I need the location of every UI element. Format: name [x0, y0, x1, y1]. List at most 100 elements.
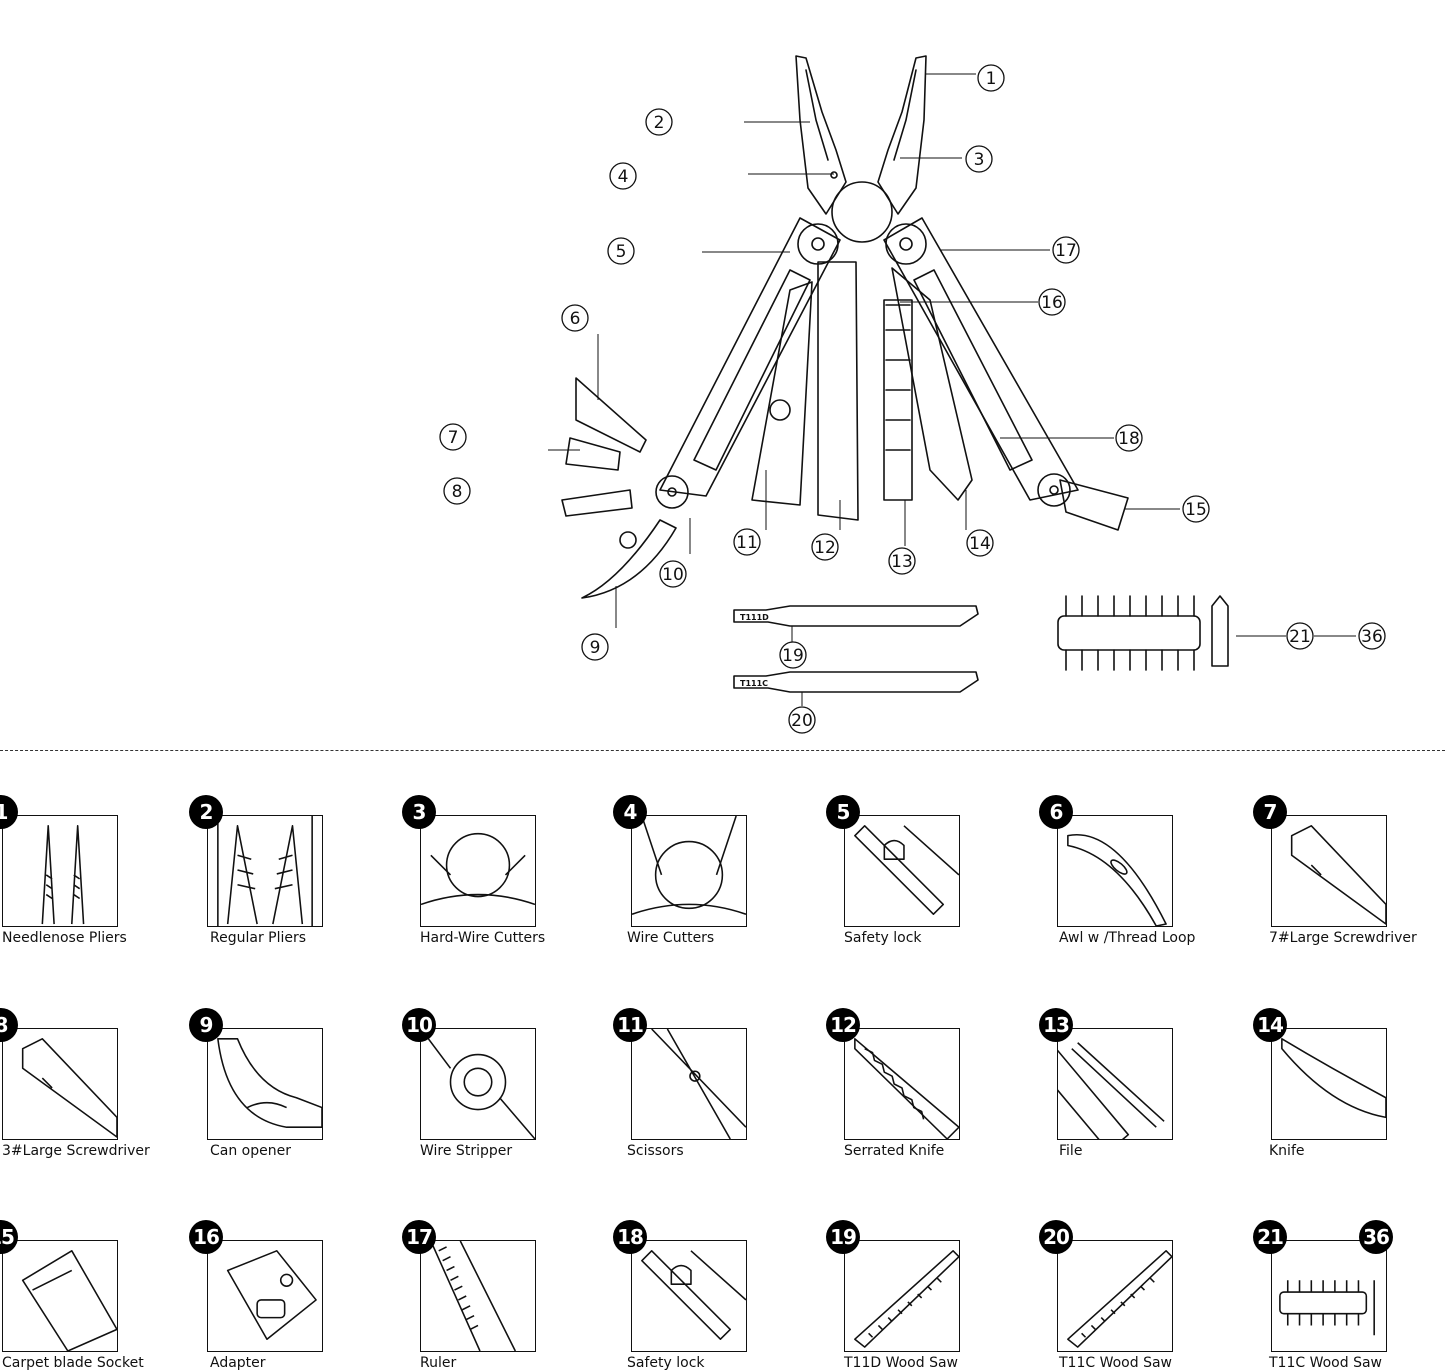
callout-circle [607, 237, 635, 265]
tool-number-badge: 12 [826, 1008, 860, 1042]
callout-circle [733, 528, 761, 556]
section-divider [0, 750, 1445, 751]
tool-number-badge: 3 [402, 795, 436, 829]
callout-circle [966, 529, 994, 557]
tool-number-badge: 2 [189, 795, 223, 829]
tool-caption: Serrated Knife [844, 1143, 945, 1159]
callout-circle [1286, 622, 1314, 650]
tool-caption: File [1059, 1143, 1083, 1159]
tool-number-badge: 1 [0, 795, 18, 829]
file-icon [1058, 1042, 1165, 1139]
tool-number-badge: 10 [402, 1008, 436, 1042]
wire-stripper-icon [421, 1029, 535, 1139]
tool-tile-9 [207, 1028, 323, 1140]
tool-caption: Regular Pliers [210, 930, 307, 946]
callout-circle [788, 706, 816, 734]
callout-number: 6 [570, 309, 581, 329]
tool-number-badge: 7 [1253, 795, 1287, 829]
callout-circle [1115, 424, 1143, 452]
tool-number-badge: 8 [0, 1008, 18, 1042]
tool-number-badge: 15 [0, 1220, 18, 1254]
tool-caption: T11C Wood Saw [1059, 1355, 1172, 1371]
callout-number: 21 [1289, 627, 1311, 647]
tool-tile-17 [420, 1240, 536, 1352]
tool-tile-14 [1271, 1028, 1387, 1140]
callout-number: 8 [452, 482, 463, 502]
callout-circle [645, 108, 673, 136]
large-screwdriver-icon [21, 1038, 117, 1138]
callout-number: 17 [1055, 241, 1077, 261]
callout-circle [965, 145, 993, 173]
safety-lock-icon [641, 1250, 746, 1340]
callout-number: 4 [618, 167, 629, 187]
hard-wire-cutters-icon [421, 832, 535, 906]
tool-tile-10 [420, 1028, 536, 1140]
tool-caption: T11C Wood Saw [1269, 1355, 1382, 1371]
callout-number: 13 [891, 552, 913, 572]
tool-tile-7 [1271, 815, 1387, 927]
tool-caption: Carpet blade Socket [2, 1355, 144, 1371]
tool-tile-8 [2, 1028, 118, 1140]
tool-tile-20 [1057, 1240, 1173, 1352]
callout-circle [561, 304, 589, 332]
callout-circle [609, 162, 637, 190]
tool-caption: Safety lock [627, 1355, 705, 1371]
wood-saw-icon [1067, 1250, 1172, 1348]
callout-number: 36 [1361, 627, 1383, 647]
callout-circle [1052, 236, 1080, 264]
tool-tile-12 [844, 1028, 960, 1140]
tool-caption: Wire Cutters [627, 930, 715, 946]
tool-number-badge: 20 [1039, 1220, 1073, 1254]
callout-number: 14 [969, 534, 991, 554]
blade-label-t111c: T111C [740, 679, 768, 688]
tool-caption: Wire Stripper [420, 1143, 513, 1159]
tool-caption: Hard-Wire Cutters [420, 930, 546, 946]
callout-number: 7 [448, 428, 459, 448]
tool-number-badge: 9 [189, 1008, 223, 1042]
tool-number-badge: 17 [402, 1220, 436, 1254]
tool-tile-19 [844, 1240, 960, 1352]
callout-circle [1038, 288, 1066, 316]
tool-number-badge: 14 [1253, 1008, 1287, 1042]
callout-number: 15 [1185, 500, 1207, 520]
tool-tile-15 [2, 1240, 118, 1352]
needlenose-pliers-icon [41, 825, 85, 925]
callout-number: 10 [662, 565, 684, 585]
callout-circle [581, 633, 609, 661]
tool-caption: T11D Wood Saw [844, 1355, 959, 1371]
tool-number-badge: 11 [613, 1008, 647, 1042]
wire-cutters-icon [632, 816, 746, 915]
tool-caption: Awl w /Thread Loop [1059, 930, 1196, 946]
callout-circle [811, 533, 839, 561]
tool-number-badge: 5 [826, 795, 860, 829]
tool-number-badge: 4 [613, 795, 647, 829]
scissors-icon [651, 1029, 746, 1139]
regular-pliers-icon [217, 816, 313, 926]
tool-caption: 7#Large Screwdriver [1269, 930, 1417, 946]
tool-number-badge: 21 [1253, 1220, 1287, 1254]
tool-tile-5 [844, 815, 960, 927]
callout-circle [977, 64, 1005, 92]
callout-number: 1 [986, 69, 997, 89]
tool-tile-4 [631, 815, 747, 927]
tool-number-badge: 16 [189, 1220, 223, 1254]
callout-circle [439, 423, 467, 451]
callout-number: 2 [654, 113, 665, 133]
tool-number-badge: 18 [613, 1220, 647, 1254]
tool-number-badge: 13 [1039, 1008, 1073, 1042]
tool-caption: Scissors [627, 1143, 684, 1159]
tool-tile-16 [207, 1240, 323, 1352]
wood-saw-icon [854, 1250, 959, 1348]
ruler-icon [430, 1241, 517, 1351]
bit-set-icon [1279, 1280, 1375, 1336]
callout-circle [779, 641, 807, 669]
adapter-icon [226, 1250, 317, 1340]
serrated-knife-icon [854, 1038, 959, 1139]
tool-caption: 3#Large Screwdriver [2, 1143, 150, 1159]
callout-number: 20 [791, 711, 813, 731]
tool-caption: Safety lock [844, 930, 922, 946]
tool-caption: Needlenose Pliers [2, 930, 127, 946]
callout-number: 12 [814, 538, 836, 558]
safety-lock-icon [854, 825, 959, 915]
